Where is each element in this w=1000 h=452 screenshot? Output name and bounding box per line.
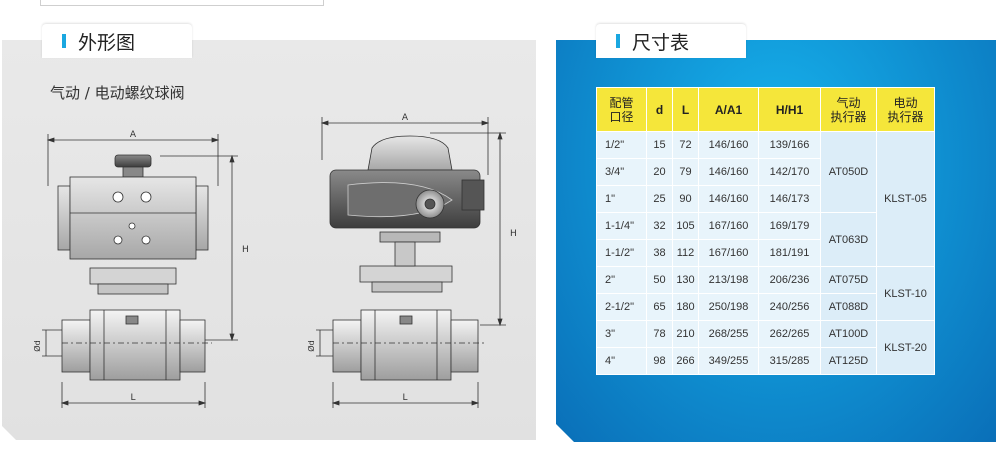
cell-l: 266 bbox=[672, 347, 699, 375]
cell-h: 142/170 bbox=[758, 158, 821, 186]
cell-d: 32 bbox=[646, 212, 673, 240]
cell-size: 1/2" bbox=[596, 131, 647, 159]
cell-size: 3/4" bbox=[596, 158, 647, 186]
cell-size: 1" bbox=[596, 185, 647, 213]
cell-size: 2-1/2" bbox=[596, 293, 647, 321]
cell-electric-actuator: KLST-10 bbox=[876, 266, 935, 321]
cell-size: 1-1/2" bbox=[596, 239, 647, 267]
cell-d: 78 bbox=[646, 320, 673, 348]
cell-size: 2" bbox=[596, 266, 647, 294]
cell-l: 105 bbox=[672, 212, 699, 240]
col-header-h: H/H1 bbox=[758, 87, 821, 132]
cell-h: 240/256 bbox=[758, 293, 821, 321]
dim-a-label: A bbox=[130, 130, 137, 140]
tab-outline-drawing: 外形图 bbox=[42, 24, 192, 58]
cell-h: 262/265 bbox=[758, 320, 821, 348]
cell-size: 4" bbox=[596, 347, 647, 375]
tab-dimension-label: 尺寸表 bbox=[632, 31, 690, 54]
cell-size: 3" bbox=[596, 320, 647, 348]
cell-h: 206/236 bbox=[758, 266, 821, 294]
tab-marker-icon bbox=[62, 34, 66, 48]
cell-h: 139/166 bbox=[758, 131, 821, 159]
dim-h-label: H bbox=[242, 245, 249, 255]
dim-d-label-electric: Ød bbox=[306, 340, 316, 351]
cell-a: 213/198 bbox=[698, 266, 759, 294]
col-header-size: 配管口径 bbox=[596, 87, 647, 132]
cell-a: 146/160 bbox=[698, 131, 759, 159]
top-frame bbox=[40, 0, 324, 6]
cell-pneumatic-actuator: AT088D bbox=[820, 293, 877, 321]
cell-a: 250/198 bbox=[698, 293, 759, 321]
cell-l: 79 bbox=[672, 158, 699, 186]
cell-d: 98 bbox=[646, 347, 673, 375]
tab-marker-icon bbox=[616, 34, 620, 48]
dim-l-label: L bbox=[130, 393, 135, 403]
cell-size: 1-1/4" bbox=[596, 212, 647, 240]
tab-dimension-table: 尺寸表 bbox=[596, 24, 746, 58]
cell-l: 210 bbox=[672, 320, 699, 348]
cell-h: 181/191 bbox=[758, 239, 821, 267]
tab-outline-label: 外形图 bbox=[78, 31, 136, 54]
cell-electric-actuator: KLST-05 bbox=[876, 131, 935, 267]
cell-a: 167/160 bbox=[698, 212, 759, 240]
col-header-d: d bbox=[646, 87, 673, 132]
cell-h: 169/179 bbox=[758, 212, 821, 240]
cell-l: 130 bbox=[672, 266, 699, 294]
cell-a: 167/160 bbox=[698, 239, 759, 267]
cell-d: 25 bbox=[646, 185, 673, 213]
cell-pneumatic-actuator: AT100D bbox=[820, 320, 877, 348]
col-header-electric: 电动执行器 bbox=[876, 87, 935, 132]
table-header-row: 配管口径 d L A/A1 H/H1 气动执行器 电动执行器 bbox=[596, 87, 935, 132]
cell-pneumatic-actuator: AT050D bbox=[820, 131, 877, 213]
cell-d: 20 bbox=[646, 158, 673, 186]
cell-h: 315/285 bbox=[758, 347, 821, 375]
dim-h-label-electric: H bbox=[510, 229, 517, 239]
dim-a-label-electric: A bbox=[402, 113, 409, 123]
drawing-subtitle: 气动 / 电动螺纹球阀 bbox=[50, 84, 185, 102]
pneumatic-valve-drawing bbox=[42, 134, 238, 408]
cell-a: 146/160 bbox=[698, 185, 759, 213]
col-header-pneumatic: 气动执行器 bbox=[820, 87, 877, 132]
cell-d: 65 bbox=[646, 293, 673, 321]
col-header-l: L bbox=[672, 87, 699, 132]
col-header-a: A/A1 bbox=[698, 87, 759, 132]
dim-l-label-electric: L bbox=[402, 393, 407, 403]
cell-electric-actuator: KLST-20 bbox=[876, 320, 935, 375]
cell-d: 38 bbox=[646, 239, 673, 267]
dim-d-label: Ød bbox=[32, 340, 42, 351]
electric-valve-drawing bbox=[316, 117, 506, 408]
cell-l: 72 bbox=[672, 131, 699, 159]
cell-a: 268/255 bbox=[698, 320, 759, 348]
cell-a: 146/160 bbox=[698, 158, 759, 186]
cell-pneumatic-actuator: AT125D bbox=[820, 347, 877, 375]
cell-l: 180 bbox=[672, 293, 699, 321]
cell-pneumatic-actuator: AT075D bbox=[820, 266, 877, 294]
cell-l: 112 bbox=[672, 239, 699, 267]
cell-a: 349/255 bbox=[698, 347, 759, 375]
cell-pneumatic-actuator: AT063D bbox=[820, 212, 877, 267]
valve-drawings: A H L Ød bbox=[32, 113, 517, 408]
cell-h: 146/173 bbox=[758, 185, 821, 213]
cell-l: 90 bbox=[672, 185, 699, 213]
cell-d: 50 bbox=[646, 266, 673, 294]
cell-d: 15 bbox=[646, 131, 673, 159]
